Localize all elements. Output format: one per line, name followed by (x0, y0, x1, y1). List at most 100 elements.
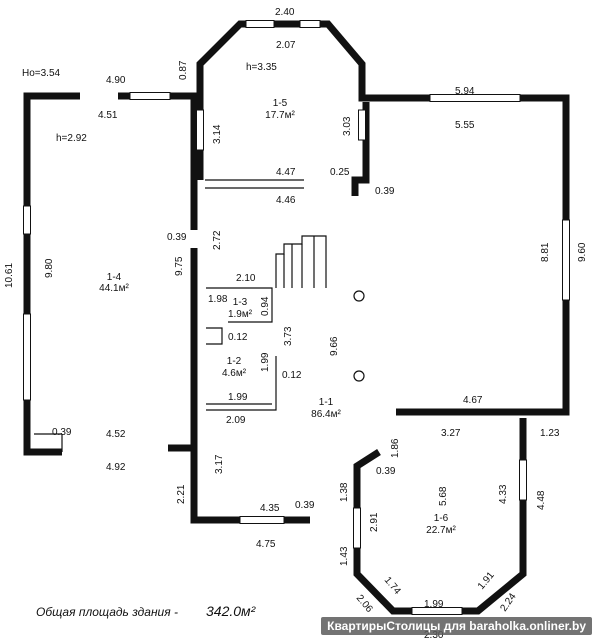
dim-0-94: 0.94 (260, 296, 271, 316)
dim-2-30: 2.30 (424, 630, 444, 641)
dim-0-39-e: 0.39 (295, 500, 315, 511)
dim-2-91: 2.91 (369, 512, 380, 532)
dim-4-51: 4.51 (98, 110, 118, 121)
dim-4-47: 4.47 (276, 167, 296, 178)
dim-1-38: 1.38 (339, 482, 350, 502)
partition-room-1-2b (206, 356, 277, 411)
dim-5-68: 5.68 (438, 486, 449, 506)
room-1-6-area: 22.7м² (426, 525, 456, 536)
room-1-1-area: 86.4м² (311, 409, 341, 420)
dim-4-75: 4.75 (256, 539, 276, 550)
dim-1-99-b: 1.99 (424, 599, 444, 610)
total-area-value: 342.0м² (206, 603, 257, 619)
window-bay-top-1 (245, 20, 275, 28)
window-left-1 (23, 205, 31, 235)
window-bottom-middle (239, 516, 285, 524)
room-1-6-id: 1-6 (434, 513, 449, 524)
dim-1-43: 1.43 (339, 546, 350, 566)
dim-3-17: 3.17 (214, 454, 225, 474)
dimensions-vertical: 0.87 3.14 3.03 2.72 9.75 9.80 10.61 8.81… (4, 60, 588, 615)
dim-5-94: 5.94 (455, 86, 475, 97)
dim-8-81: 8.81 (540, 242, 551, 262)
dim-4-90: 4.90 (106, 75, 126, 86)
partition-room-1-2 (206, 327, 223, 345)
room-1-3-id: 1-3 (233, 297, 248, 308)
watermark: КвартирыСтолицы для baraholka.onliner.by (321, 617, 592, 635)
dim-0-12-a: 0.12 (228, 332, 248, 343)
dim-1-99-v: 1.99 (260, 352, 271, 372)
dim-0-39-d: 0.39 (376, 466, 396, 477)
dimensions: 2.40 2.07 4.90 4.51 5.94 5.55 4.47 4.46 … (52, 7, 560, 641)
room-1-5-id: 1-5 (273, 98, 288, 109)
dim-1-98: 1.98 (208, 294, 228, 305)
room-1-3-area: 1.9м² (228, 309, 253, 320)
window-bay-low-left (353, 507, 361, 549)
window-right-side (562, 219, 570, 301)
dim-1-74: 1.74 (382, 575, 403, 597)
dim-2-21: 2.21 (176, 484, 187, 504)
dim-5-55: 5.55 (455, 120, 475, 131)
dim-9-60: 9.60 (577, 242, 588, 262)
central-spine-wall (168, 248, 198, 452)
dim-4-52: 4.52 (106, 429, 126, 440)
left-top-stub (118, 92, 198, 230)
dim-10-61: 10.61 (4, 263, 15, 288)
dim-3-14: 3.14 (212, 124, 223, 144)
window-right-top (429, 94, 521, 102)
dim-0-39-b: 0.39 (167, 232, 187, 243)
dim-9-75: 9.75 (174, 256, 185, 276)
room-1-2-area: 4.6м² (222, 368, 247, 379)
staircase (275, 235, 327, 288)
room-1-4-area: 44.1м² (99, 283, 129, 294)
dim-2-72: 2.72 (212, 230, 223, 250)
room-1-2-id: 1-2 (227, 356, 242, 367)
window-bay-right (358, 109, 366, 141)
column-1 (353, 290, 365, 302)
dim-9-66: 9.66 (329, 336, 340, 356)
room-1-5-area: 17.7м² (265, 110, 295, 121)
window-bay-top-2 (299, 20, 321, 28)
total-area-label: Общая площадь здания - (36, 605, 178, 619)
dim-2-09: 2.09 (226, 415, 246, 426)
dim-4-92: 4.92 (106, 462, 126, 473)
column-2 (353, 370, 365, 382)
ceiling-height-top: h=3.35 (246, 62, 277, 73)
dim-9-80: 9.80 (44, 258, 55, 278)
window-top-left (129, 92, 171, 100)
dim-1-86: 1.86 (390, 438, 401, 458)
ceiling-height-left: h=2.92 (56, 133, 87, 144)
room-labels: 1-5 17.7м² 1-4 44.1м² 1-3 1.9м² 1-2 4.6м… (99, 98, 456, 536)
lower-bay-wall (353, 418, 527, 615)
dim-2-10: 2.10 (236, 273, 256, 284)
dim-0-39-c: 0.39 (52, 427, 72, 438)
dim-2-06: 2.06 (354, 593, 375, 615)
windows (23, 20, 570, 615)
room-1-4-id: 1-4 (107, 272, 122, 283)
bay-room-right-wall (351, 102, 370, 196)
dim-4-48: 4.48 (536, 490, 547, 510)
dim-4-35: 4.35 (260, 503, 280, 514)
dim-2-40: 2.40 (275, 7, 295, 18)
bay-room-wall (196, 20, 413, 180)
dim-2-07: 2.07 (276, 40, 296, 51)
left-wing-wall (23, 92, 80, 456)
dim-0-87: 0.87 (178, 60, 189, 80)
window-left-2 (23, 313, 31, 401)
window-bay-low-bottom (411, 607, 463, 615)
dim-3-27: 3.27 (441, 428, 461, 439)
dim-4-33: 4.33 (498, 484, 509, 504)
dim-3-03: 3.03 (342, 116, 353, 136)
dim-4-46: 4.46 (276, 195, 296, 206)
room-1-1-id: 1-1 (319, 397, 334, 408)
dim-1-23: 1.23 (540, 428, 560, 439)
dim-1-99-h: 1.99 (228, 392, 248, 403)
stair-outline (275, 235, 327, 288)
dim-1-91: 1.91 (476, 570, 497, 592)
window-bay-low-right (519, 459, 527, 501)
ceiling-height-ho: Ho=3.54 (22, 68, 61, 79)
partition-room-1-3 (206, 287, 273, 323)
dim-0-39-a: 0.39 (375, 186, 395, 197)
dim-3-73: 3.73 (283, 326, 294, 346)
central-lower-wall (190, 448, 310, 524)
